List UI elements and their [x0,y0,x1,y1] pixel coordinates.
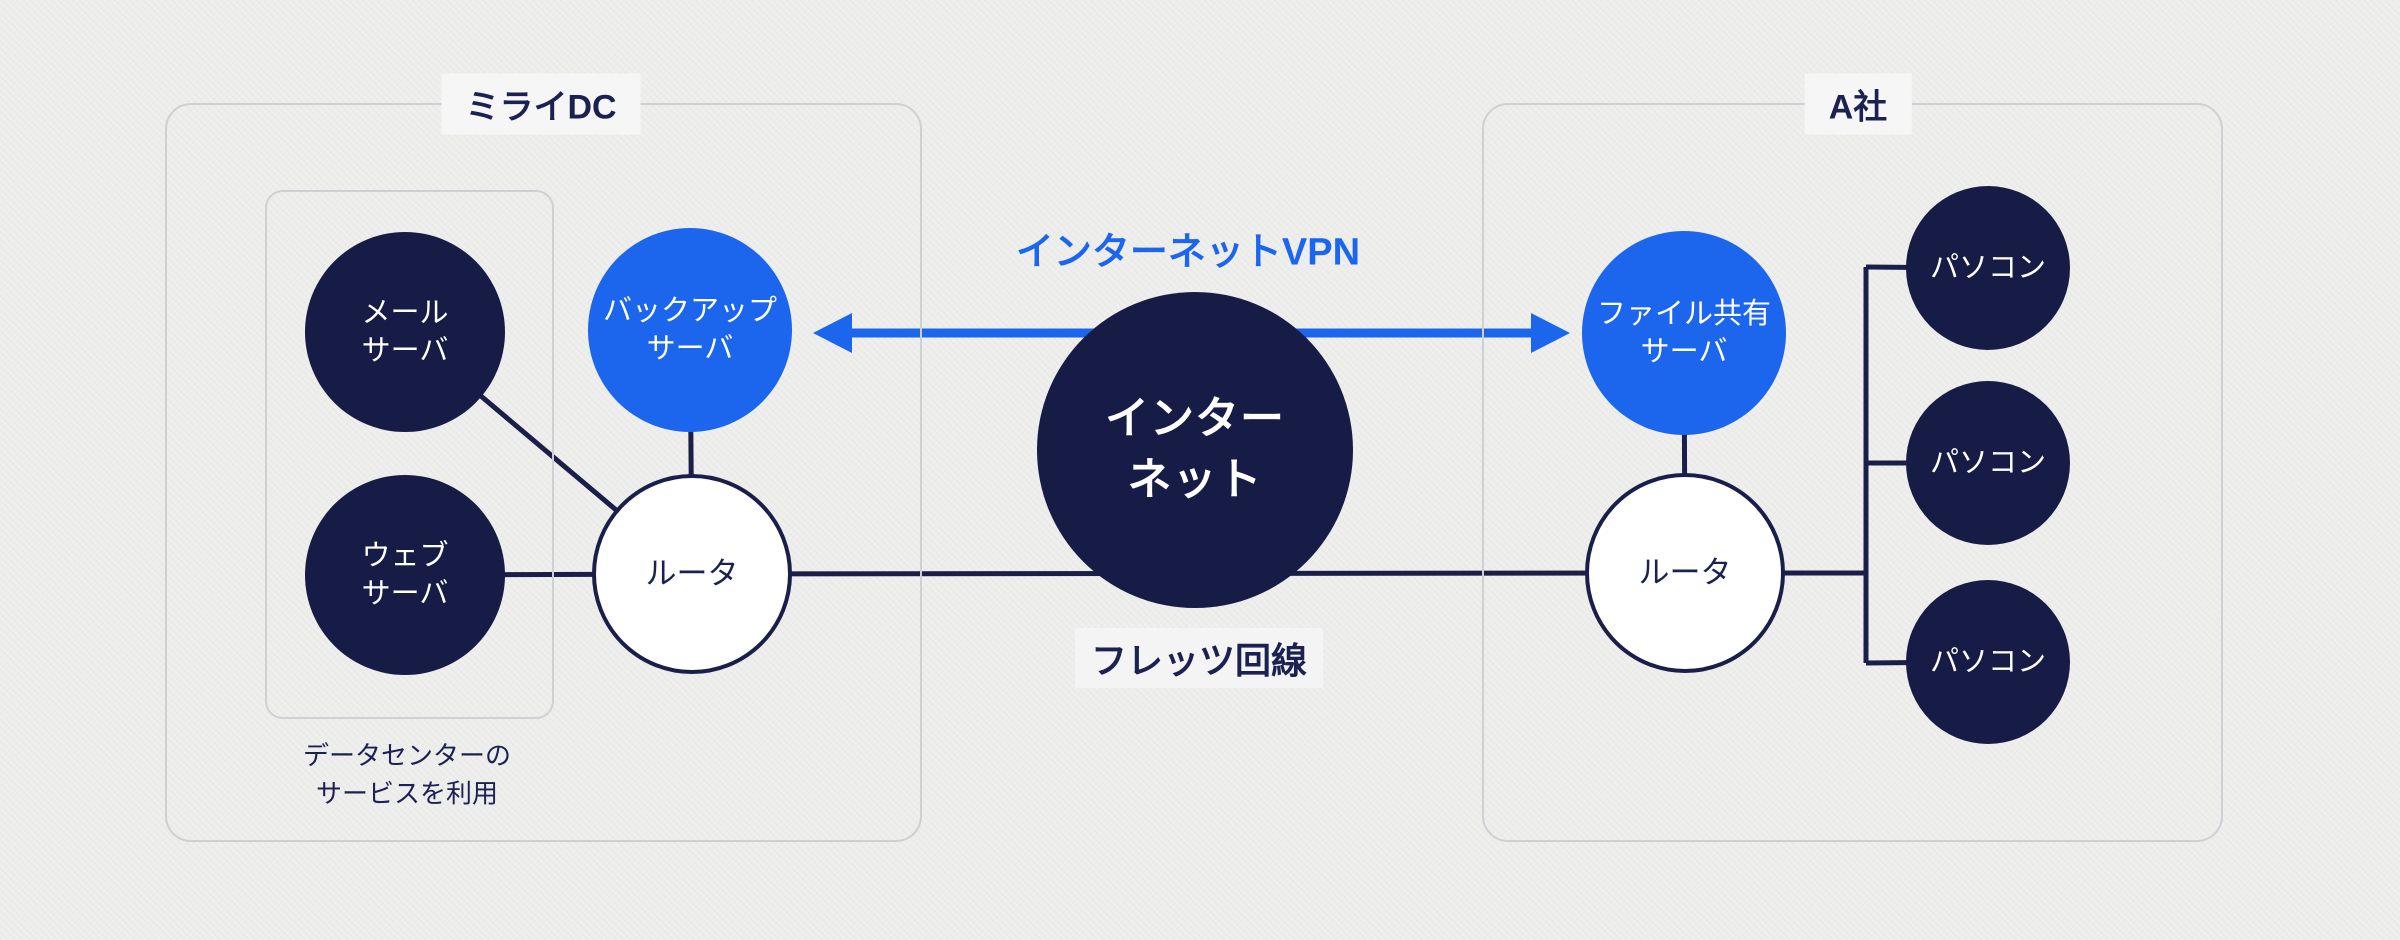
web-server-node: ウェブ サーバ [305,475,505,675]
internet-vpn-label: インターネットVPN [1015,231,1361,274]
flets-line-label: フレッツ回線 [1074,628,1324,688]
company-group-box [1482,103,2223,842]
web-server-label-line1: ウェブ [361,539,449,572]
mail-server-label-line2: サーバ [361,335,449,367]
company-router-label: ルータ [1638,554,1732,590]
vpn-arrowhead-right [1531,313,1570,353]
fileshare-server-label-line2: サーバ [1640,336,1728,368]
datacenter-router-label: ルータ [645,555,739,591]
internet-label-line2: ネット [1127,455,1263,504]
fileshare-server-label-line1: ファイル共有 [1596,297,1771,330]
pc2-label: パソコン [1929,446,2046,479]
pc3-label: パソコン [1929,645,2046,678]
datacenter-services-caption: データセンターの サービスを利用 [303,737,511,812]
company-router-node: ルータ [1585,473,1785,673]
pc1-node: パソコン [1906,186,2070,350]
web-server-label-line2: サーバ [361,578,449,610]
pc3-node: パソコン [1906,580,2070,744]
internet-node: インター ネット [1037,292,1353,608]
pc1-label: パソコン [1929,251,2046,284]
company-group-label: A社 [1804,73,1912,135]
internet-label-line1: インター [1105,394,1285,444]
pc2-node: パソコン [1906,381,2070,545]
caption-line1: データセンターの [302,740,512,771]
datacenter-group-label: ミライDC [441,73,641,135]
backup-server-label-line1: バックアップ [602,294,777,327]
backup-server-node: バックアップ サーバ [588,228,792,432]
datacenter-services-box [265,190,554,719]
fileshare-server-node: ファイル共有 サーバ [1582,231,1786,435]
datacenter-router-node: ルータ [592,474,792,674]
caption-line2: サービスを利用 [315,778,499,808]
backup-server-label-line2: サーバ [646,333,734,365]
mail-server-node: メール サーバ [305,232,505,432]
mail-server-label-line1: メール [361,296,449,329]
vpn-arrowhead-left [813,313,852,353]
